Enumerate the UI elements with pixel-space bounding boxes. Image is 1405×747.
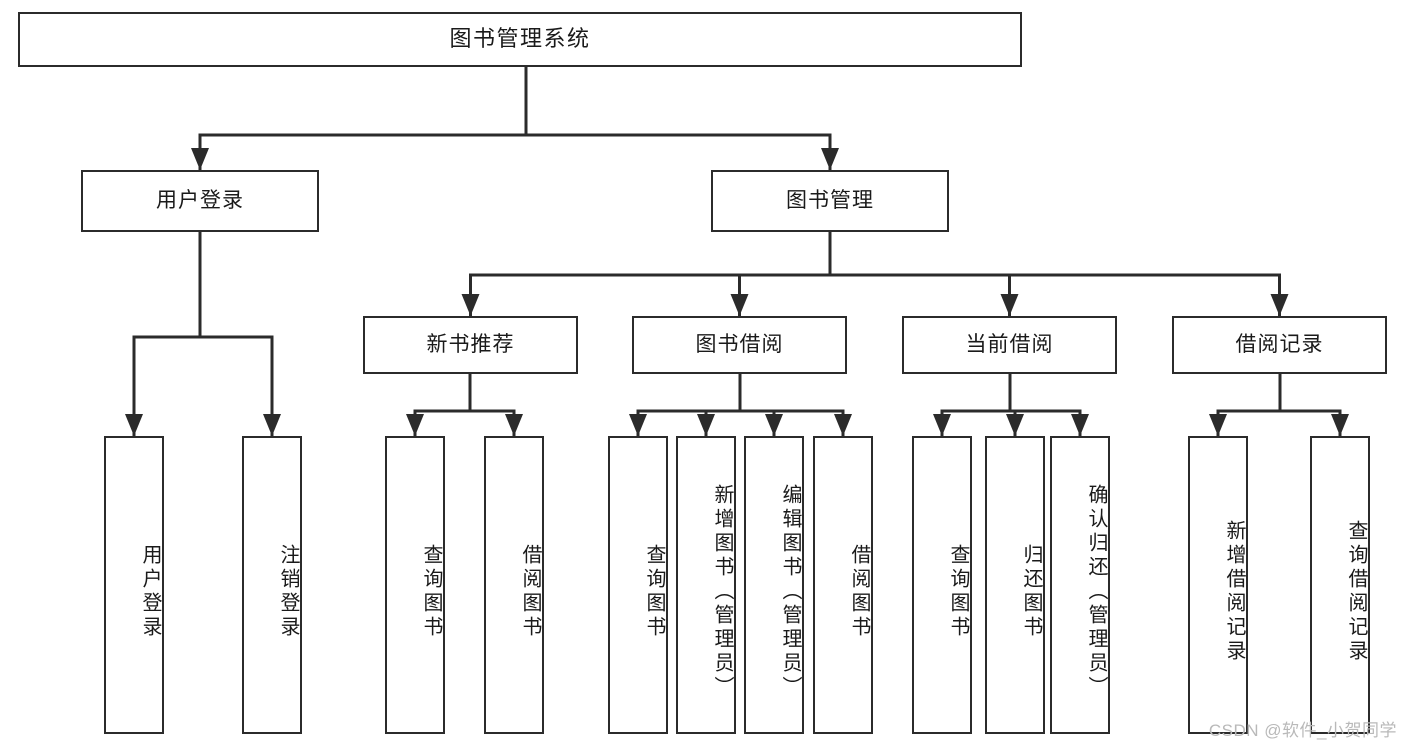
node-leaf-query-book-1[interactable]: 查询图书 [385,436,445,734]
node-label: 查询图书 [947,544,969,640]
node-label: 图书借阅 [695,333,784,357]
node-label: 归还图书 [1020,544,1042,640]
node-label: 用户登录 [139,544,161,640]
node-leaf-query-book-3[interactable]: 查询图书 [912,436,972,734]
node-label: 查询借阅记录 [1345,520,1367,664]
node-leaf-edit-book[interactable]: 编辑图书（管理员） [744,436,804,734]
node-leaf-query-record[interactable]: 查询借阅记录 [1310,436,1370,734]
node-leaf-user-login[interactable]: 用户登录 [104,436,164,734]
node-root-system[interactable]: 图书管理系统 [18,12,1022,67]
watermark: CSDN @软件_小贺同学 [1208,721,1397,740]
node-label: 查询图书 [420,544,442,640]
node-book-management[interactable]: 图书管理 [711,170,949,232]
node-leaf-borrow-book-1[interactable]: 借阅图书 [484,436,544,734]
node-label: 确认归还（管理员） [1085,484,1107,700]
node-leaf-return-book[interactable]: 归还图书 [985,436,1045,734]
node-leaf-add-record[interactable]: 新增借阅记录 [1188,436,1248,734]
node-label: 新书推荐 [426,333,515,357]
node-new-book-recommend[interactable]: 新书推荐 [363,316,578,374]
node-label: 新增图书（管理员） [711,484,733,700]
node-label: 注销登录 [277,544,299,640]
node-leaf-confirm-return[interactable]: 确认归还（管理员） [1050,436,1110,734]
node-leaf-query-book-2[interactable]: 查询图书 [608,436,668,734]
node-label: 当前借阅 [965,333,1054,357]
node-label: 图书管理系统 [449,26,591,52]
node-user-login[interactable]: 用户登录 [81,170,319,232]
node-label: 新增借阅记录 [1223,520,1245,664]
node-label: 借阅图书 [519,544,541,640]
node-current-borrow[interactable]: 当前借阅 [902,316,1117,374]
node-label: 查询图书 [643,544,665,640]
node-leaf-logout[interactable]: 注销登录 [242,436,302,734]
node-book-borrow[interactable]: 图书借阅 [632,316,847,374]
node-label: 借阅记录 [1235,333,1324,357]
node-leaf-borrow-book-2[interactable]: 借阅图书 [813,436,873,734]
node-label: 编辑图书（管理员） [779,484,801,700]
node-label: 用户登录 [156,189,244,213]
node-leaf-add-book[interactable]: 新增图书（管理员） [676,436,736,734]
node-label: 借阅图书 [848,544,870,640]
node-label: 图书管理 [786,189,874,213]
node-borrow-record[interactable]: 借阅记录 [1172,316,1387,374]
